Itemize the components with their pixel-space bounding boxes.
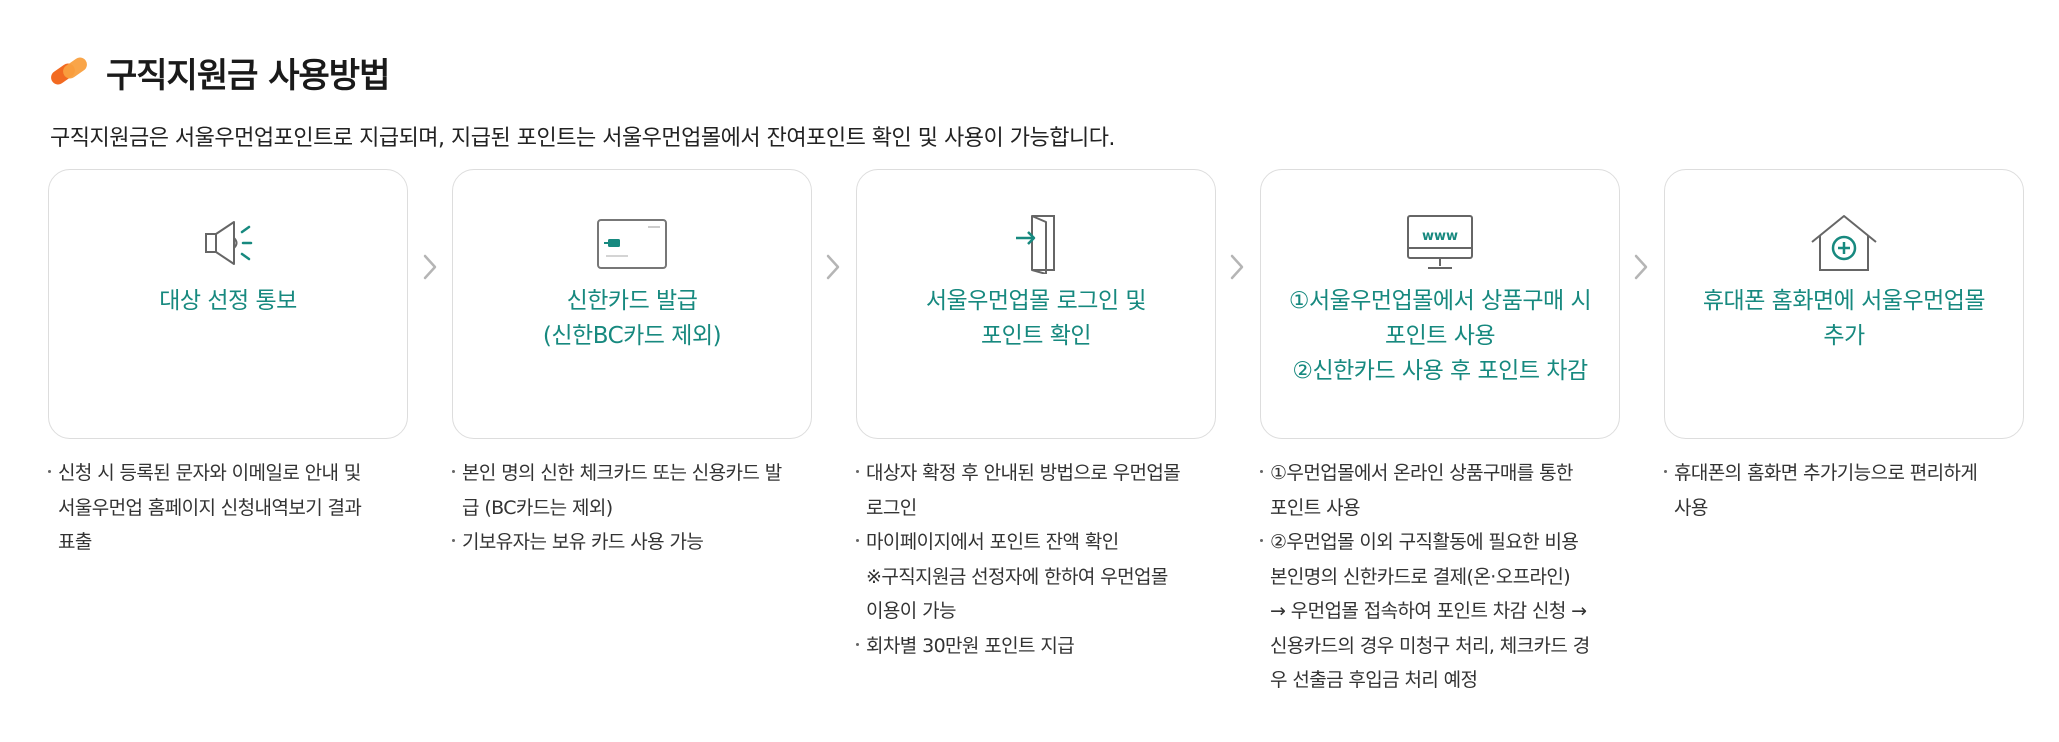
home-add-icon — [1804, 212, 1884, 274]
step-card-3: 서울우먼업몰 로그인 및 포인트 확인 — [856, 169, 1216, 439]
description-line: 마이페이지에서 포인트 잔액 확인 — [856, 525, 1226, 560]
description-line: 본인 명의 신한 체크카드 또는 신용카드 발 — [452, 456, 822, 491]
description-line: 기보유자는 보유 카드 사용 가능 — [452, 525, 822, 560]
step-card-4: www ①서울우먼업몰에서 상품구매 시 포인트 사용 ②신한카드 사용 후 포… — [1260, 169, 1620, 439]
svg-text:www: www — [1422, 229, 1458, 244]
step-title: ①서울우먼업몰에서 상품구매 시 포인트 사용 ②신한카드 사용 후 포인트 차… — [1288, 288, 1592, 384]
description-line: → 우먼업몰 접속하여 포인트 차감 신청 → — [1270, 600, 1587, 622]
www-monitor-icon: www — [1400, 212, 1480, 274]
page-title: 구직지원금 사용방법 — [106, 55, 390, 96]
step-title: 대상 선정 통보 — [159, 288, 297, 314]
description-line: 로그인 — [866, 496, 917, 519]
description-line: ②우먼업몰 이외 구직활동에 필요한 비용 — [1260, 525, 1630, 560]
step-card-5: 휴대폰 홈화면에 서울우먼업몰 추가 — [1664, 169, 2024, 439]
step-title: 휴대폰 홈화면에 서울우먼업몰 추가 — [1702, 288, 1986, 349]
card-icon — [592, 212, 672, 274]
step-card-2: 신한카드 발급 (신한BC카드 제외) — [452, 169, 812, 439]
description-line: ①우먼업몰에서 온라인 상품구매를 통한 — [1260, 456, 1630, 491]
description-line: 포인트 사용 — [1270, 496, 1360, 519]
chevron-right-icon — [1631, 252, 1651, 282]
step-title: 서울우먼업몰 로그인 및 포인트 확인 — [925, 288, 1147, 349]
chevron-right-icon — [420, 252, 440, 282]
step-card-1: 대상 선정 통보 — [48, 169, 408, 439]
chevron-right-icon — [1227, 252, 1247, 282]
description-line: 회차별 30만원 포인트 지급 — [856, 629, 1226, 664]
description-line: 신용카드의 경우 미청구 처리, 체크카드 경 — [1270, 634, 1590, 657]
description-line: 본인명의 신한카드로 결제(온·오프라인) — [1270, 565, 1571, 588]
description-line: 서울우먼업 홈페이지 신청내역보기 결과 — [58, 496, 362, 519]
description-line: 대상자 확정 후 안내된 방법으로 우먼업몰 — [856, 456, 1226, 491]
description-line: 급 (BC카드는 제외) — [462, 496, 613, 519]
description-line: 표출 — [58, 531, 92, 553]
megaphone-icon — [188, 212, 268, 274]
description-line: 우 선출금 후입금 처리 예정 — [1270, 669, 1478, 691]
section-heading: 구직지원금 사용방법 — [48, 48, 390, 96]
brand-brush-icon — [48, 55, 92, 89]
description-line: 사용 — [1674, 496, 1708, 519]
description-line: 이용이 가능 — [866, 600, 956, 622]
description-line: ※구직지원금 선정자에 한하여 우먼업몰 — [866, 565, 1168, 588]
login-door-icon — [996, 212, 1076, 275]
step-title: 신한카드 발급 (신한BC카드 제외) — [542, 288, 722, 349]
chevron-right-icon — [823, 252, 843, 282]
description-line: 신청 시 등록된 문자와 이메일로 안내 및 — [48, 456, 418, 491]
description-line: 휴대폰의 홈화면 추가기능으로 편리하게 — [1664, 456, 2034, 491]
intro-text: 구직지원금은 서울우먼업포인트로 지급되며, 지급된 포인트는 서울우먼업몰에서… — [50, 126, 1115, 151]
